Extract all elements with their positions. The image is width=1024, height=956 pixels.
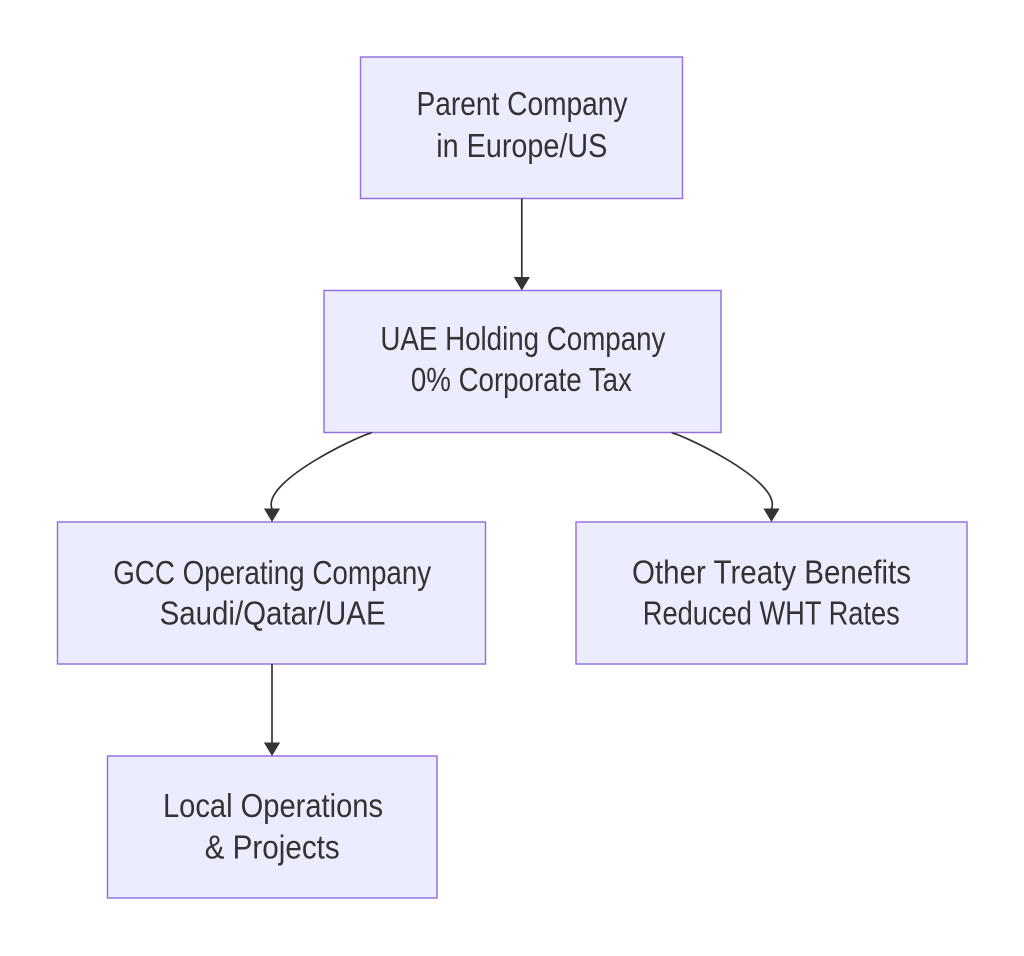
svg-text:Saudi/Qatar/UAE: Saudi/Qatar/UAE (160, 595, 386, 632)
svg-text:Other Treaty Benefits: Other Treaty Benefits (632, 554, 911, 591)
svg-text:in Europe/US: in Europe/US (436, 127, 607, 164)
svg-text:Local Operations: Local Operations (163, 787, 383, 824)
svg-text:& Projects: & Projects (205, 828, 340, 865)
svg-text:0% Corporate Tax: 0% Corporate Tax (411, 361, 632, 398)
svg-text:Reduced WHT Rates: Reduced WHT Rates (643, 595, 900, 632)
svg-text:Parent Company: Parent Company (417, 85, 628, 122)
svg-text:UAE Holding Company: UAE Holding Company (380, 320, 665, 357)
svg-text:GCC Operating Company: GCC Operating Company (113, 554, 431, 591)
